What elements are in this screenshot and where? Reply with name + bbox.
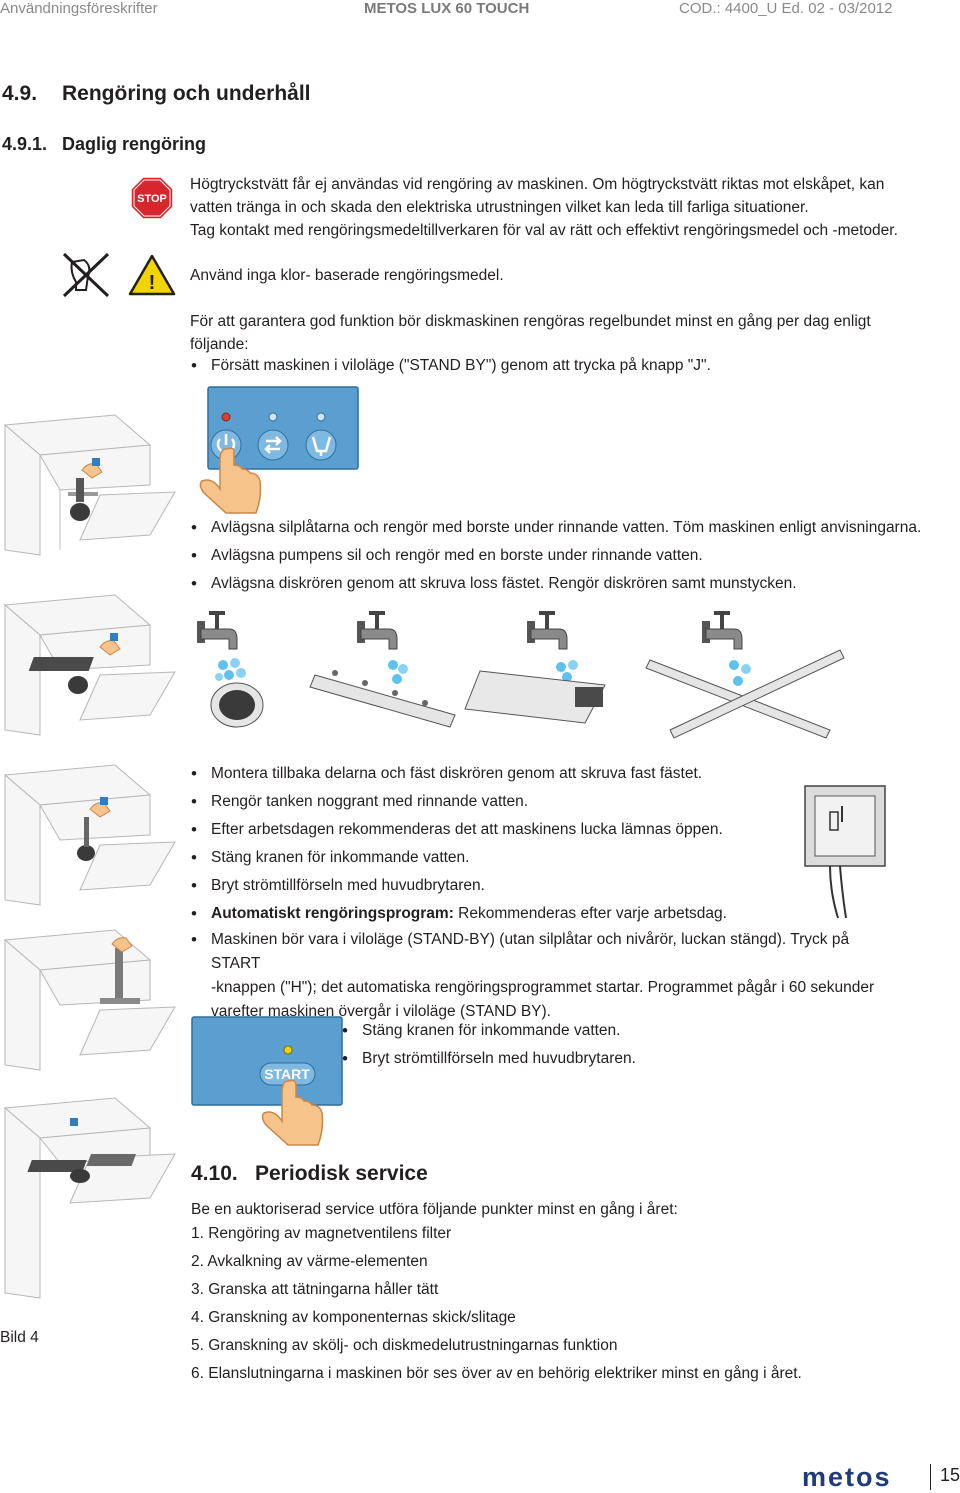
no-pressure-washer-icon: [62, 252, 110, 298]
periodic-list: 1. Rengöring av magnetventilens filter 2…: [191, 1220, 802, 1388]
intro-line-1: För att garantera god funktion bör diskm…: [190, 313, 871, 330]
control-panel-illustration: [199, 386, 359, 514]
cycle-button[interactable]: [257, 429, 289, 461]
auto-program-label: Automatiskt rengöringsprogram:: [211, 905, 454, 922]
periodic-intro: Be en auktoriserad service utföra följan…: [191, 1201, 678, 1218]
subsection-title: Daglig rengöring: [62, 134, 206, 154]
intro-bullet-list: Försätt maskinen i viloläge ("STAND BY")…: [191, 352, 711, 380]
list-item: Bryt strömtillförseln med huvudbrytaren.: [342, 1045, 636, 1073]
led: [268, 412, 278, 422]
warning-line-4: Använd inga klor- baserade rengöringsmed…: [190, 267, 504, 284]
auto-program-text: Rekommenderas efter varje arbetsdag.: [453, 905, 727, 922]
subsection-number: 4.9.1.: [2, 134, 48, 154]
warning-line-1: Högtryckstvätt får ej användas vid rengö…: [190, 176, 885, 193]
list-item: 5. Granskning av skölj- och diskmedelutr…: [191, 1337, 618, 1354]
led-red: [221, 412, 231, 422]
list-item: Avlägsna silplåtarna och rengör med bors…: [191, 514, 921, 542]
auto-program-list: Maskinen bör vara i viloläge (STAND-BY) …: [191, 928, 901, 1024]
shutdown-steps-list: Stäng kranen för inkommande vatten. Bryt…: [342, 1017, 636, 1073]
list-item: 1. Rengöring av magnetventilens filter: [191, 1225, 452, 1242]
page-number: 15: [940, 1465, 960, 1485]
list-item: Avlägsna diskrören genom att skruva loss…: [191, 570, 921, 598]
list-item: Automatiskt rengöringsprogram: Rekommend…: [191, 900, 727, 928]
warning-line-3: Tag kontakt med rengöringsmedeltillverka…: [190, 222, 898, 239]
list-item: 4. Granskning av komponenternas skick/sl…: [191, 1309, 516, 1326]
list-item: Maskinen bör vara i viloläge (STAND-BY) …: [191, 928, 901, 1024]
svg-text:!: !: [149, 272, 156, 294]
hand-pointer-icon: [199, 447, 262, 514]
machine-illustration-3: [3, 764, 176, 906]
faucet-icon: [309, 611, 456, 728]
header-right: COD.: 4400_U Ed. 02 - 03/2012: [679, 0, 893, 17]
list-item: Försätt maskinen i viloläge ("STAND BY")…: [191, 352, 711, 380]
faucet-icon: [197, 611, 264, 728]
section-number: 4.9.: [2, 82, 38, 105]
auto-line-2: -knappen ("H"); det automatiska rengörin…: [211, 979, 875, 996]
intro-text: För att garantera god funktion bör diskm…: [190, 310, 950, 356]
list-item: Stäng kranen för inkommande vatten.: [191, 844, 727, 872]
led: [316, 412, 326, 422]
list-item: 6. Elanslutningarna i maskinen bör ses ö…: [191, 1365, 802, 1382]
list-item: Bryt strömtillförseln med huvudbrytaren.: [191, 872, 727, 900]
section-title: Rengöring och underhåll: [62, 82, 311, 105]
cleaning-steps-list: Avlägsna silplåtarna och rengör med bors…: [191, 514, 921, 598]
periodic-title: Periodisk service: [255, 1162, 428, 1185]
list-item: Rengör tanken noggrant med rinnande vatt…: [191, 788, 727, 816]
footer-divider: [930, 1464, 931, 1490]
list-item: Avlägsna pumpens sil och rengör med en b…: [191, 542, 921, 570]
stop-sign-icon: STOP: [130, 176, 174, 220]
faucet-icon: [464, 611, 606, 724]
list-item: Montera tillbaka delarna och fäst diskrö…: [191, 760, 727, 788]
svg-text:STOP: STOP: [137, 193, 167, 205]
hand-pointer-icon: [261, 1079, 324, 1146]
list-item: Stäng kranen för inkommande vatten.: [342, 1017, 636, 1045]
machine-illustration-4: [3, 929, 176, 1071]
figure-label: Bild 4: [0, 1329, 39, 1346]
metos-logo: metos: [802, 1462, 892, 1492]
svg-text:START: START: [264, 1066, 310, 1082]
machine-illustration-1: [3, 414, 176, 556]
warning-line-2: vatten tränga in och skada den elektrisk…: [190, 199, 809, 216]
list-item: Efter arbetsdagen rekommenderas det att …: [191, 816, 727, 844]
parts-rinsing-illustrations: [197, 611, 845, 739]
warning-icon: !: [128, 254, 176, 296]
reassembly-steps-list: Montera tillbaka delarna och fäst diskrö…: [191, 760, 727, 928]
warning-text: Högtryckstvätt får ej användas vid rengö…: [190, 173, 950, 242]
list-item: 2. Avkalkning av värme-elementen: [191, 1253, 428, 1270]
periodic-number: 4.10.: [191, 1162, 238, 1185]
header-left: Användningsföreskrifter: [0, 0, 158, 17]
list-item: 3. Granska att tätningarna håller tätt: [191, 1281, 439, 1298]
auto-line-1: Maskinen bör vara i viloläge (STAND-BY) …: [211, 931, 850, 972]
faucet-icon: [645, 611, 845, 739]
machine-illustration-2: [3, 594, 176, 736]
intro-line-2: följande:: [190, 336, 249, 353]
start-panel-illustration: START: [191, 1016, 343, 1146]
main-switch-illustration: [804, 785, 886, 919]
auto-line-3: varefter maskinen övergår i viloläge (ST…: [211, 1003, 551, 1020]
header-center: METOS LUX 60 TOUCH: [364, 0, 530, 17]
machine-illustration-5: [3, 1097, 176, 1299]
